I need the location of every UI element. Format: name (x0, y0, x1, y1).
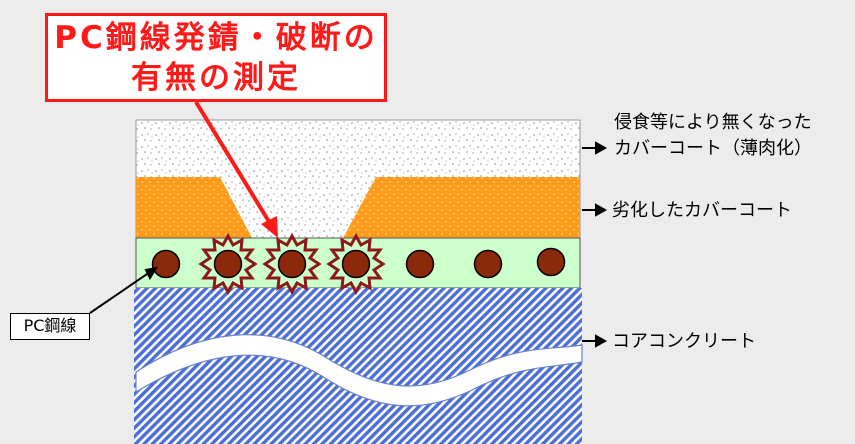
core-concrete-label: コアコンクリート (612, 331, 756, 352)
pc-wire-label: PC鋼線 (10, 313, 90, 340)
callout-line-2: 有無の測定 (131, 60, 301, 96)
label-arrows (89, 141, 608, 348)
deteriorated-cover-label: 劣化したカバーコート (612, 200, 792, 221)
crack (135, 334, 583, 407)
eroded-cover-label-2: カバーコート（薄肉化） (614, 138, 812, 159)
eroded-cover-label-1: 侵食等により無くなった (614, 112, 812, 133)
pc-wires (151, 247, 566, 279)
measurement-callout: PC鋼線発錆・破断の 有無の測定 (45, 13, 387, 102)
corrosion-marks (198, 232, 386, 296)
callout-line-1: PC鋼線発錆・破断の (54, 20, 378, 56)
deteriorated-cover-coat (136, 177, 252, 238)
callout-arrow (194, 100, 273, 227)
